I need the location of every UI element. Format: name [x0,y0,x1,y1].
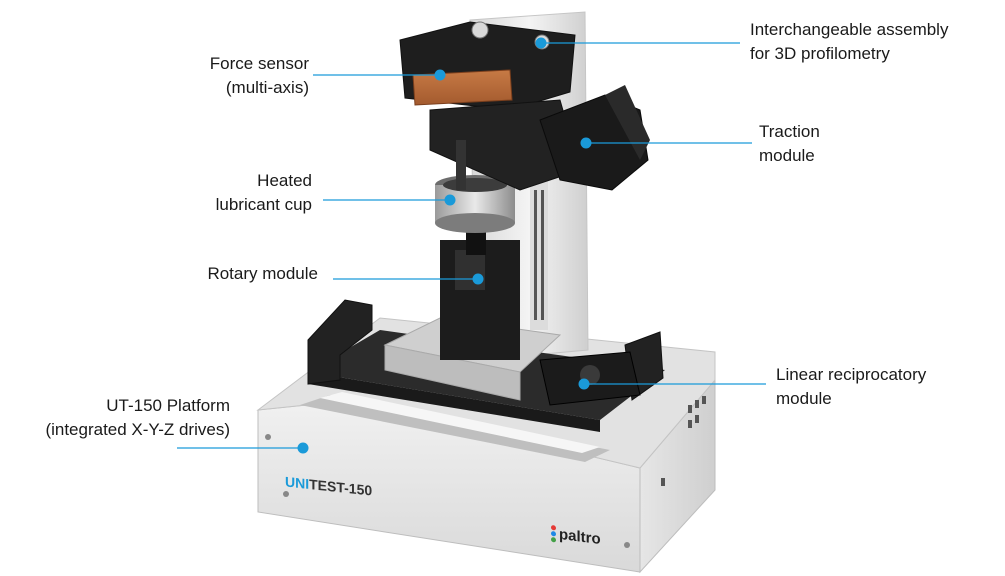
label-heated-cup-line1: Heated [257,171,312,190]
label-rotary: Rotary module [207,262,318,286]
label-force-sensor-line1: Force sensor [209,54,309,73]
callout-dot-linear [578,378,590,390]
callout-dot-heated-cup [444,194,456,206]
label-force-sensor: Force sensor (multi-axis) [210,52,309,100]
callout-dot-rotary [472,273,484,285]
label-heated-cup: Heated lubricant cup [216,169,312,217]
callout-dot-traction [580,137,592,149]
label-force-sensor-line2: (multi-axis) [225,78,309,97]
label-linear: Linear reciprocatory module [776,363,926,411]
label-interchangeable-line1: Interchangeable assembly [750,20,949,39]
label-traction-line1: Traction [759,122,820,141]
label-linear-line1: Linear reciprocatory [776,365,927,384]
label-interchangeable: Interchangeable assembly for 3D profilom… [750,18,948,66]
label-linear-line2: module [776,389,832,408]
label-platform-line1: UT-150 Platform [106,396,230,415]
label-interchangeable-line2: for 3D profilometry [750,44,890,63]
label-rotary-line1: Rotary module [207,264,318,283]
callout-dot-interchangeable [535,37,547,49]
label-traction: Traction module [759,120,820,168]
label-platform-line2: (integrated X-Y-Z drives) [45,420,230,439]
linear-module-body [539,351,641,406]
callout-dot-force-sensor [434,69,446,81]
label-heated-cup-line2: lubricant cup [215,195,312,214]
label-traction-line2: module [759,146,815,165]
label-platform: UT-150 Platform (integrated X-Y-Z drives… [45,394,230,442]
callout-dot-platform [297,442,309,454]
